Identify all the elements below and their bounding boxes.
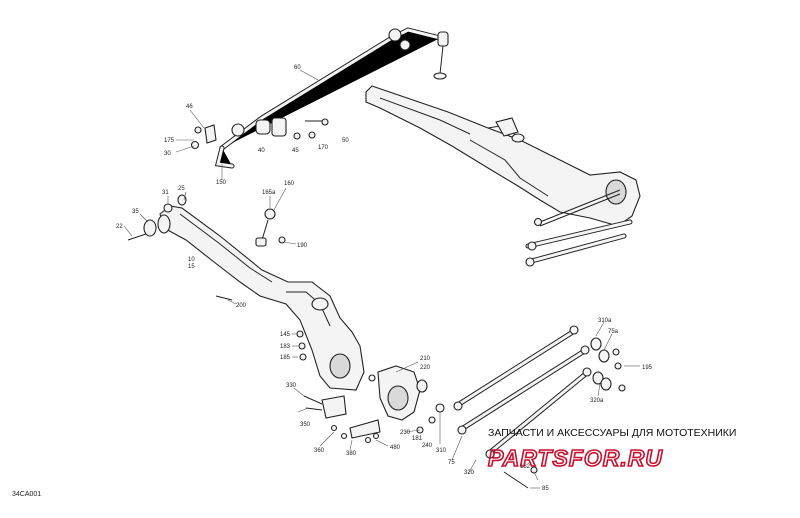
callout-320a: 320a xyxy=(590,398,604,404)
callout-310: 310 xyxy=(436,448,447,454)
sway-bar-link xyxy=(255,208,286,247)
callout-165a: 165a xyxy=(262,190,276,196)
callout-75a: 75a xyxy=(608,329,619,335)
trailing-arm-left xyxy=(127,194,365,391)
callout-25: 25 xyxy=(178,186,185,192)
watermark-tagline: ЗАПЧАСТИ И АКСЕССУАРЫ ДЛЯ МОТОТЕХНИКИ xyxy=(488,427,736,439)
callout-160: 160 xyxy=(284,181,295,187)
callout-46: 46 xyxy=(186,104,193,110)
watermark: ЗАПЧАСТИ И АКСЕССУАРЫ ДЛЯ МОТОТЕХНИКИ PA… xyxy=(487,427,736,472)
callout-22: 22 xyxy=(116,224,123,230)
watermark-logo: PARTSFOR.RU xyxy=(488,445,663,471)
callout-230: 230 xyxy=(400,430,411,436)
callout-75: 75 xyxy=(448,460,455,466)
callout-150: 150 xyxy=(216,180,227,186)
callout-45: 45 xyxy=(292,148,299,154)
callout-labels: 60 46 175 30 40 45 170 50 150 31 25 165a… xyxy=(116,65,653,492)
callout-220: 220 xyxy=(420,365,431,371)
callout-40: 40 xyxy=(258,148,265,154)
callout-60: 60 xyxy=(294,65,301,71)
sway-bar xyxy=(214,27,449,169)
callout-50: 50 xyxy=(342,138,349,144)
callout-170: 170 xyxy=(318,145,329,151)
callout-35: 35 xyxy=(132,209,139,215)
callout-240: 240 xyxy=(422,443,433,449)
hub-knuckle xyxy=(368,365,445,434)
callout-195: 195 xyxy=(642,365,653,371)
callout-85: 85 xyxy=(542,486,549,492)
callout-175: 175 xyxy=(164,138,175,144)
leader-lines xyxy=(123,69,640,489)
callout-182: 182 xyxy=(520,464,531,470)
callout-190: 190 xyxy=(297,243,308,249)
knuckle-fasteners xyxy=(296,330,307,361)
callout-10: 10 xyxy=(188,257,195,263)
trailing-arm-assembly-right xyxy=(365,85,641,267)
callout-320: 320 xyxy=(464,470,475,476)
callout-31: 31 xyxy=(162,190,169,196)
callout-330: 330 xyxy=(286,383,297,389)
callout-350: 350 xyxy=(300,422,311,428)
lower-bracket xyxy=(303,395,381,444)
callout-185: 185 xyxy=(280,355,291,361)
callout-210: 210 xyxy=(420,356,431,362)
callout-181: 181 xyxy=(412,436,423,442)
callout-200: 200 xyxy=(236,303,247,309)
callout-360: 360 xyxy=(314,448,325,454)
bolt-200 xyxy=(215,295,233,301)
sway-bar-bushing-clamp xyxy=(190,117,329,150)
callout-310a: 310a xyxy=(598,318,612,324)
callout-480: 480 xyxy=(390,445,401,451)
diagram-reference-code: 34CA001 xyxy=(12,491,41,498)
callout-380: 380 xyxy=(346,451,357,457)
callout-145: 145 xyxy=(280,332,291,338)
callout-183: 183 xyxy=(280,344,291,350)
callout-30: 30 xyxy=(164,151,171,157)
callout-15: 15 xyxy=(188,264,195,270)
control-rods xyxy=(453,325,626,489)
